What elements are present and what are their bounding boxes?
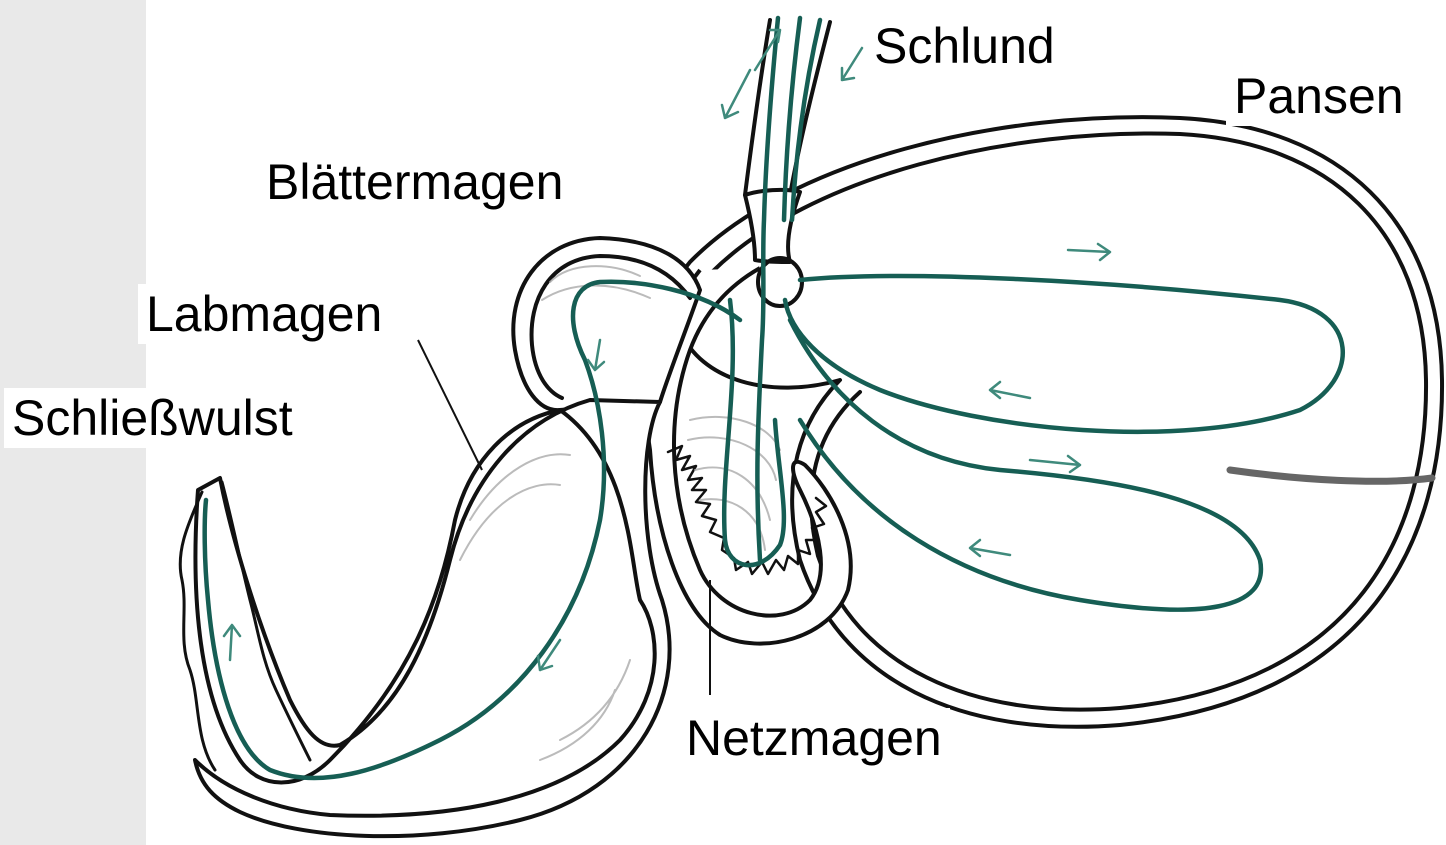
label-pansen: Pansen (1226, 66, 1412, 126)
labmagen-leader (418, 340, 482, 470)
label-schlund: Schlund (866, 16, 1063, 76)
label-blaettermagen: Blättermagen (258, 152, 571, 212)
arrow-schlund-down-left (722, 70, 750, 118)
arrow-schlund-down-right (842, 48, 862, 80)
label-netzmagen: Netzmagen (678, 708, 950, 768)
label-schliesswulst: Schließwulst (4, 388, 301, 448)
labmagen-shape (180, 400, 669, 836)
label-labmagen: Labmagen (138, 284, 390, 344)
